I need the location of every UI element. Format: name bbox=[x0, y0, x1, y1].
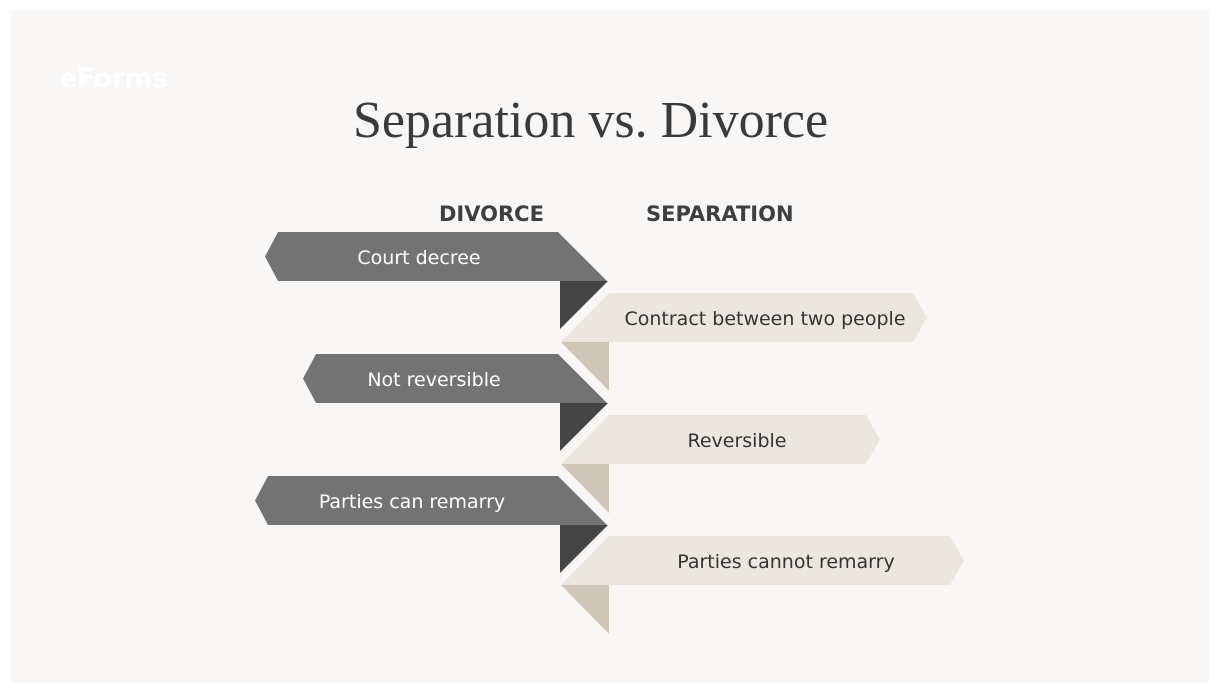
divorce-fold-3 bbox=[560, 525, 608, 573]
divorce-label-2: Not reversible bbox=[367, 369, 500, 391]
separation-ribbon-1 bbox=[561, 293, 927, 342]
separation-ribbon-2 bbox=[561, 415, 880, 464]
separation-label-3: Parties cannot remarry bbox=[677, 551, 894, 573]
divorce-label-3: Parties can remarry bbox=[319, 491, 505, 513]
page-title: Separation vs. Divorce bbox=[353, 92, 829, 149]
eforms-logo: eForms bbox=[59, 63, 168, 94]
divorce-fold-1 bbox=[560, 281, 608, 329]
separation-label-2: Reversible bbox=[688, 430, 787, 452]
divorce-ribbon-3 bbox=[255, 476, 607, 525]
separation-fold-1 bbox=[561, 342, 609, 391]
column-heading-separation: SEPARATION bbox=[646, 202, 794, 226]
divorce-fold-2 bbox=[560, 403, 608, 451]
separation-fold-2 bbox=[561, 464, 609, 513]
separation-label-1: Contract between two people bbox=[624, 308, 905, 330]
column-heading-divorce: DIVORCE bbox=[439, 202, 544, 226]
divorce-ribbon-2 bbox=[303, 354, 607, 403]
separation-ribbon-3 bbox=[561, 536, 964, 585]
divorce-label-1: Court decree bbox=[357, 247, 480, 269]
divorce-ribbon-1 bbox=[265, 232, 607, 281]
separation-fold-3 bbox=[561, 585, 609, 634]
